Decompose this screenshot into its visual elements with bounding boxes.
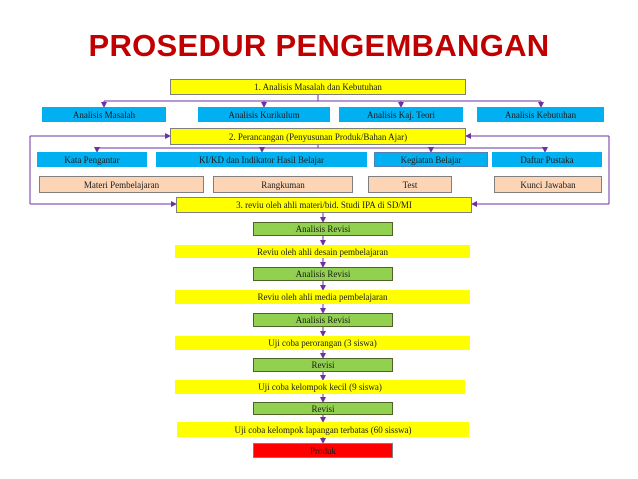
daftar-pustaka-box: Daftar Pustaka	[492, 152, 602, 167]
analisis-revisi-2-box: Analisis Revisi	[253, 267, 393, 281]
revisi-1-box: Revisi	[253, 358, 393, 372]
revisi-2-box: Revisi	[253, 402, 393, 415]
step2-box: 2. Perancangan (Penyusunan Produk/Bahan …	[170, 128, 466, 145]
step1-box: 1. Analisis Masalah dan Kebutuhan	[170, 79, 466, 95]
materi-pembelajaran-box: Materi Pembelajaran	[39, 176, 204, 193]
step3-box: 3. reviu oleh ahli materi/bid. Studi IPA…	[176, 197, 472, 213]
produk-box: Produk	[253, 443, 393, 458]
ki-kd-box: KI/KD dan Indikator Hasil Belajar	[156, 152, 367, 167]
reviu-desain-box: Reviu oleh ahli desain pembelajaran	[175, 245, 470, 258]
analisis-revisi-1-box: Analisis Revisi	[253, 222, 393, 236]
diagram-title: PROSEDUR PENGEMBANGAN	[88, 28, 550, 63]
reviu-media-box: Reviu oleh ahli media pembelajaran	[175, 290, 470, 304]
analisis-kurikulum-box: Analisis Kurikulum	[198, 107, 330, 122]
test-box: Test	[368, 176, 452, 193]
uji-lapangan-box: Uji coba kelompok lapangan terbatas (60 …	[177, 422, 469, 437]
kegiatan-belajar-box: Kegiatan Belajar	[374, 152, 488, 167]
analisis-kebutuhan-box: Analisis Kebutuhan	[477, 107, 604, 122]
analisis-kaj-teori-box: Analisis Kaj. Teori	[339, 107, 463, 122]
kata-pengantar-box: Kata Pengantar	[37, 152, 147, 167]
uji-perorangan-box: Uji coba perorangan (3 siswa)	[175, 336, 470, 350]
analisis-masalah-box: Analisis Masalah	[42, 107, 166, 122]
analisis-revisi-3-box: Analisis Revisi	[253, 313, 393, 327]
kunci-jawaban-box: Kunci Jawaban	[494, 176, 602, 193]
uji-kelompok-kecil-box: Uji coba kelompok kecil (9 siswa)	[175, 380, 465, 394]
rangkuman-box: Rangkuman	[213, 176, 353, 193]
